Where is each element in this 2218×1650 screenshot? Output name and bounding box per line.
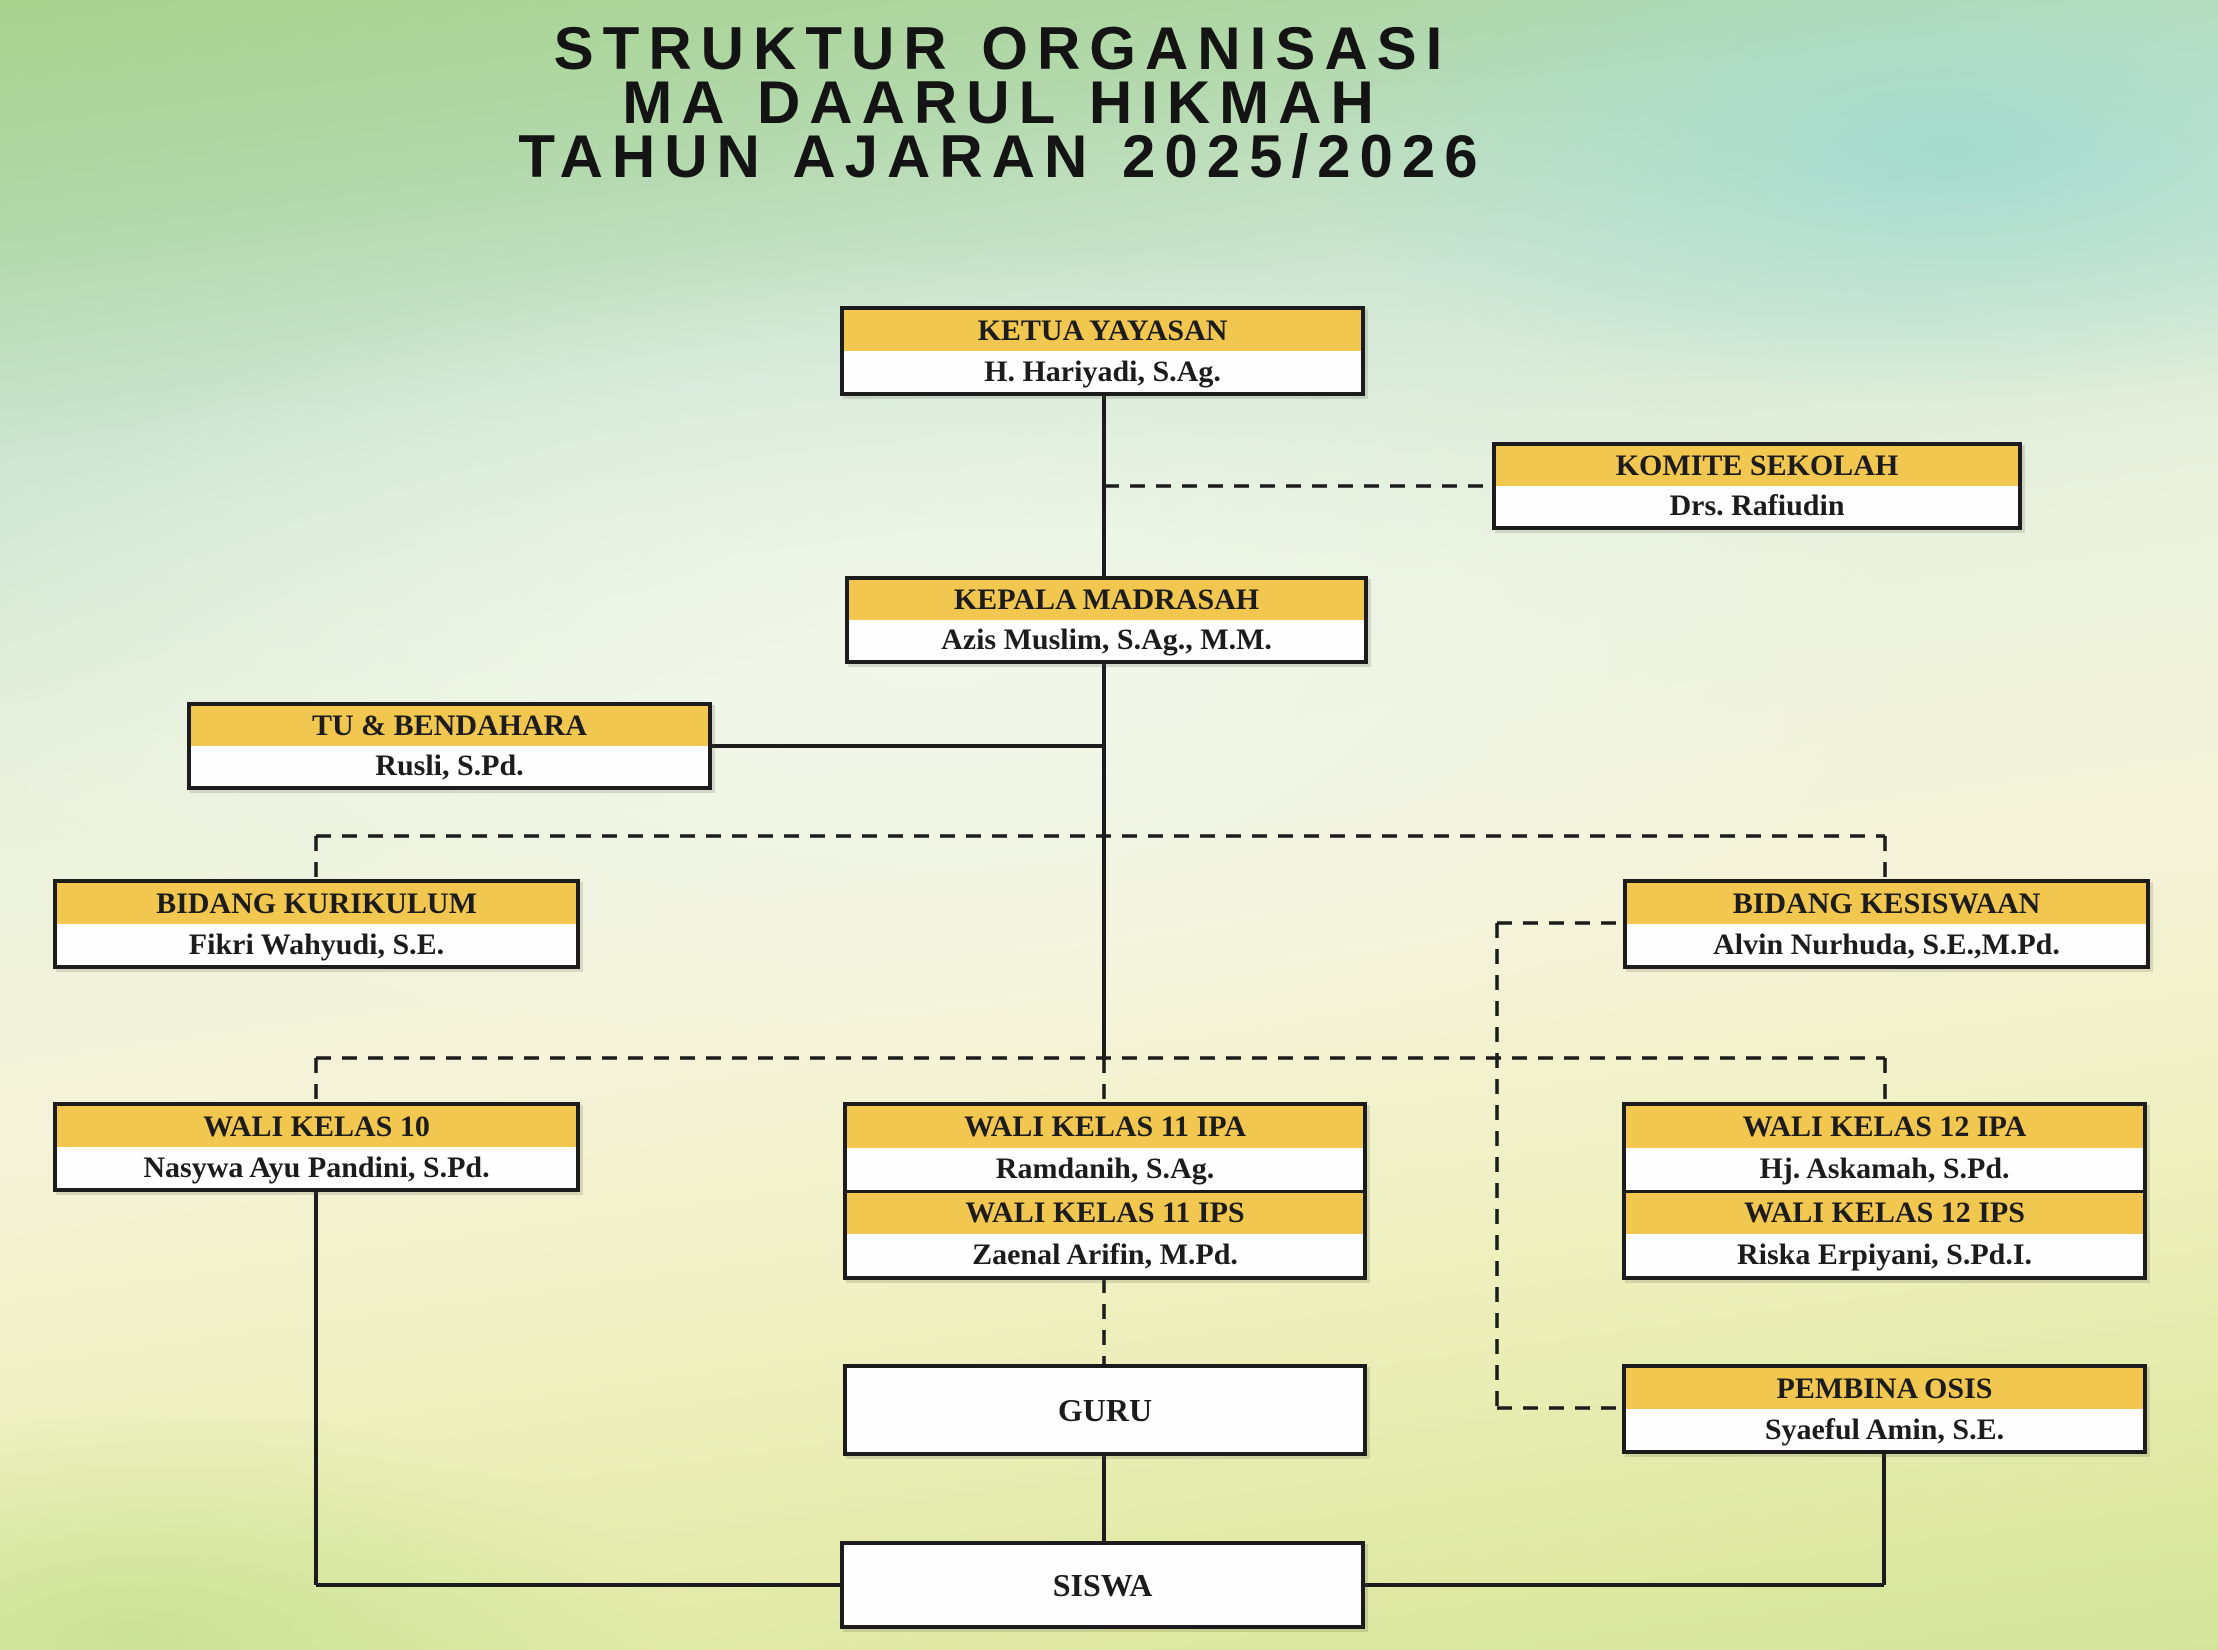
box-wali-kelas-12: WALI KELAS 12 IPA Hj. Askamah, S.Pd. WAL… [1622,1102,2147,1280]
box-tu-bendahara: TU & BENDAHARA Rusli, S.Pd. [187,702,712,790]
title-line-2: MA DAARUL HIKMAH [622,69,1383,136]
title-line-1: STRUKTUR ORGANISASI [553,15,1452,82]
box-ketua-yayasan-title: KETUA YAYASAN [844,310,1361,351]
box-wali-kelas-12-ipa-name: Hj. Askamah, S.Pd. [1626,1147,2143,1190]
box-tu-bendahara-title: TU & BENDAHARA [191,706,708,746]
box-wali-kelas-12-ips-name: Riska Erpiyani, S.Pd.I. [1626,1234,2143,1276]
box-siswa: SISWA [840,1541,1365,1629]
box-bidang-kesiswaan: BIDANG KESISWAAN Alvin Nurhuda, S.E.,M.P… [1623,879,2150,969]
page-title: STRUKTUR ORGANISASI MA DAARUL HIKMAH TAH… [0,15,2005,190]
box-wali-kelas-10: WALI KELAS 10 Nasywa Ayu Pandini, S.Pd. [53,1102,580,1192]
box-wali-kelas-12-ips-title: WALI KELAS 12 IPS [1626,1189,2143,1235]
box-wali-kelas-11-ips-name: Zaenal Arifin, M.Pd. [847,1234,1363,1276]
box-bidang-kesiswaan-title: BIDANG KESISWAAN [1627,883,2146,924]
box-ketua-yayasan: KETUA YAYASAN H. Hariyadi, S.Ag. [840,306,1365,396]
box-komite-sekolah: KOMITE SEKOLAH Drs. Rafiudin [1492,442,2022,530]
title-line-3: TAHUN AJARAN 2025/2026 [518,123,1487,190]
box-wali-kelas-12-ipa-title: WALI KELAS 12 IPA [1626,1106,2143,1148]
box-siswa-title: SISWA [1052,1545,1153,1625]
box-guru: GURU [843,1364,1367,1456]
box-kepala-madrasah: KEPALA MADRASAH Azis Muslim, S.Ag., M.M. [845,576,1368,664]
box-komite-sekolah-title: KOMITE SEKOLAH [1496,446,2018,486]
box-wali-kelas-11-ipa-name: Ramdanih, S.Ag. [847,1147,1363,1190]
box-bidang-kurikulum-title: BIDANG KURIKULUM [57,883,576,924]
box-pembina-osis-title: PEMBINA OSIS [1626,1368,2143,1409]
box-kepala-madrasah-name: Azis Muslim, S.Ag., M.M. [849,620,1364,660]
box-wali-kelas-11-ipa-title: WALI KELAS 11 IPA [847,1106,1363,1148]
box-bidang-kesiswaan-name: Alvin Nurhuda, S.E.,M.Pd. [1627,924,2146,965]
box-pembina-osis-name: Syaeful Amin, S.E. [1626,1409,2143,1450]
box-ketua-yayasan-name: H. Hariyadi, S.Ag. [844,351,1361,392]
box-wali-kelas-11: WALI KELAS 11 IPA Ramdanih, S.Ag. WALI K… [843,1102,1367,1280]
box-wali-kelas-11-ips-title: WALI KELAS 11 IPS [847,1189,1363,1235]
box-bidang-kurikulum: BIDANG KURIKULUM Fikri Wahyudi, S.E. [53,879,580,969]
box-komite-sekolah-name: Drs. Rafiudin [1496,486,2018,526]
box-wali-kelas-10-title: WALI KELAS 10 [57,1106,576,1147]
box-tu-bendahara-name: Rusli, S.Pd. [191,746,708,786]
box-kepala-madrasah-title: KEPALA MADRASAH [849,580,1364,620]
box-guru-title: GURU [1057,1368,1153,1452]
box-wali-kelas-10-name: Nasywa Ayu Pandini, S.Pd. [57,1147,576,1188]
box-bidang-kurikulum-name: Fikri Wahyudi, S.E. [57,924,576,965]
box-pembina-osis: PEMBINA OSIS Syaeful Amin, S.E. [1622,1364,2147,1454]
